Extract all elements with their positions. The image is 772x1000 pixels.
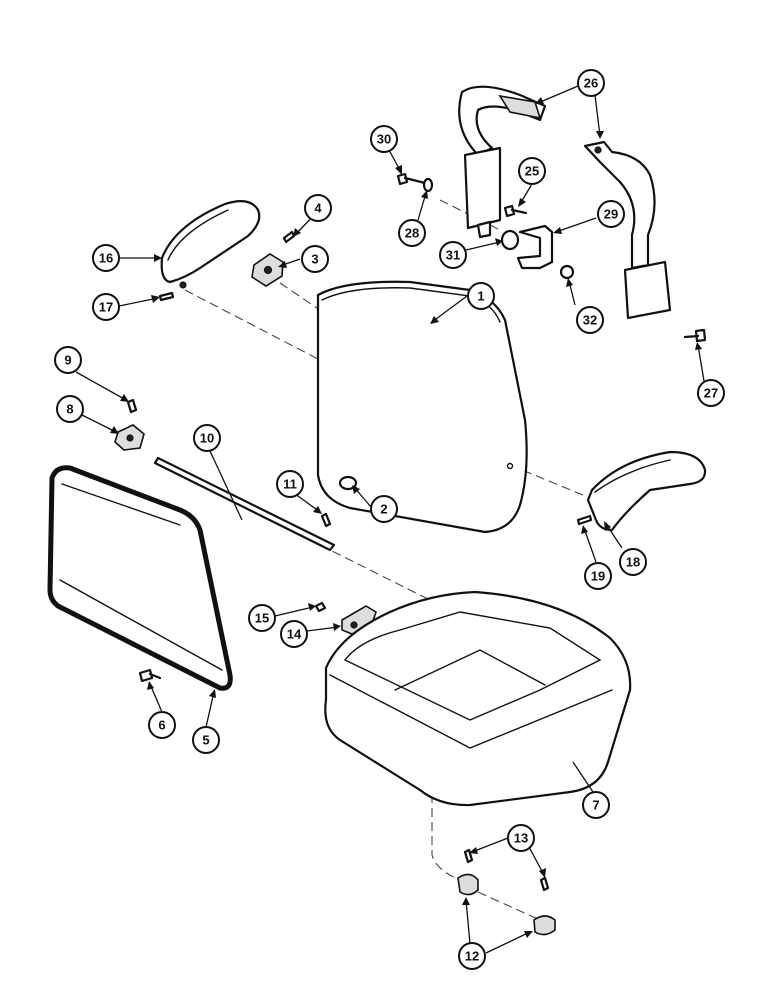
- callout-1: 1: [467, 282, 495, 310]
- screw-6: [138, 668, 162, 683]
- callout-13: 13: [507, 824, 535, 852]
- svg-text:32: 32: [583, 313, 597, 328]
- svg-text:14: 14: [287, 627, 302, 642]
- callout-16: 16: [92, 244, 120, 272]
- seat-cushion: [324, 590, 632, 807]
- svg-text:8: 8: [66, 402, 73, 417]
- callout-30: 30: [370, 125, 398, 153]
- svg-text:11: 11: [283, 477, 297, 492]
- svg-text:2: 2: [380, 502, 387, 517]
- callout-18: 18: [619, 548, 647, 576]
- callout-15: 15: [248, 604, 276, 632]
- svg-text:15: 15: [255, 611, 269, 626]
- plug-2: [338, 475, 358, 491]
- svg-text:25: 25: [525, 164, 539, 179]
- pin-4: [282, 230, 296, 244]
- callout-32: 32: [576, 306, 604, 334]
- pin-13b: [539, 876, 550, 892]
- svg-text:13: 13: [514, 831, 528, 846]
- callout-12: 12: [458, 942, 486, 970]
- callout-29: 29: [597, 200, 625, 228]
- left-armrest: [160, 199, 261, 289]
- svg-text:9: 9: [64, 353, 71, 368]
- bracket-29: [516, 224, 554, 270]
- callout-14: 14: [280, 620, 308, 648]
- callout-25: 25: [518, 157, 546, 185]
- pin-13a: [463, 848, 474, 864]
- svg-text:29: 29: [604, 207, 618, 222]
- leader-lines: [75, 85, 705, 954]
- spacer-31: [500, 229, 520, 251]
- svg-text:27: 27: [704, 386, 718, 401]
- callout-26: 26: [577, 69, 605, 97]
- svg-text:4: 4: [314, 201, 322, 216]
- bracket-3: [251, 253, 284, 287]
- svg-text:30: 30: [377, 132, 391, 147]
- callout-10: 10: [193, 424, 221, 452]
- pin-19: [576, 514, 593, 526]
- callout-2: 2: [370, 495, 398, 523]
- seat-back-cushion: [316, 280, 528, 534]
- svg-text:19: 19: [591, 569, 605, 584]
- knob-8: [114, 424, 145, 451]
- callout-11: 11: [276, 470, 304, 498]
- rod-10: [153, 456, 336, 552]
- callout-17: 17: [92, 293, 120, 321]
- svg-text:5: 5: [202, 733, 209, 748]
- svg-text:18: 18: [626, 555, 640, 570]
- bolt-25: [503, 204, 528, 218]
- callout-6: 6: [148, 711, 176, 739]
- callout-3: 3: [301, 245, 329, 273]
- callout-5: 5: [192, 726, 220, 754]
- svg-text:12: 12: [465, 949, 479, 964]
- svg-text:26: 26: [584, 76, 598, 91]
- washer-28: [422, 177, 434, 193]
- callout-4: 4: [304, 194, 332, 222]
- callout-28: 28: [398, 219, 426, 247]
- pin-11: [320, 512, 332, 528]
- callouts: 1 2 3 4 5 6 7 8 9 10 11 12 13 14 15 16 1…: [54, 69, 725, 970]
- svg-text:3: 3: [311, 252, 318, 267]
- svg-text:17: 17: [99, 300, 113, 315]
- nut-32: [559, 264, 575, 280]
- screw-15: [314, 601, 327, 613]
- callout-9: 9: [54, 346, 82, 374]
- bumper-12a: [457, 873, 479, 896]
- callout-27: 27: [697, 379, 725, 407]
- callout-7: 7: [582, 791, 610, 819]
- seat-belt: [458, 85, 672, 320]
- svg-text:31: 31: [446, 248, 460, 263]
- pin-9: [126, 398, 138, 414]
- pin-17: [158, 291, 175, 302]
- callout-31: 31: [439, 241, 467, 269]
- bolt-27: [683, 328, 707, 343]
- right-armrest: [586, 450, 707, 532]
- svg-text:28: 28: [405, 226, 419, 241]
- svg-text:6: 6: [158, 718, 165, 733]
- svg-text:16: 16: [99, 251, 113, 266]
- rear-panel: [47, 465, 233, 691]
- bumper-12b: [533, 915, 556, 936]
- callout-19: 19: [584, 562, 612, 590]
- svg-text:1: 1: [477, 289, 484, 304]
- svg-text:10: 10: [200, 431, 214, 446]
- bolt-30: [396, 172, 427, 186]
- svg-text:7: 7: [592, 798, 599, 813]
- callout-8: 8: [56, 395, 84, 423]
